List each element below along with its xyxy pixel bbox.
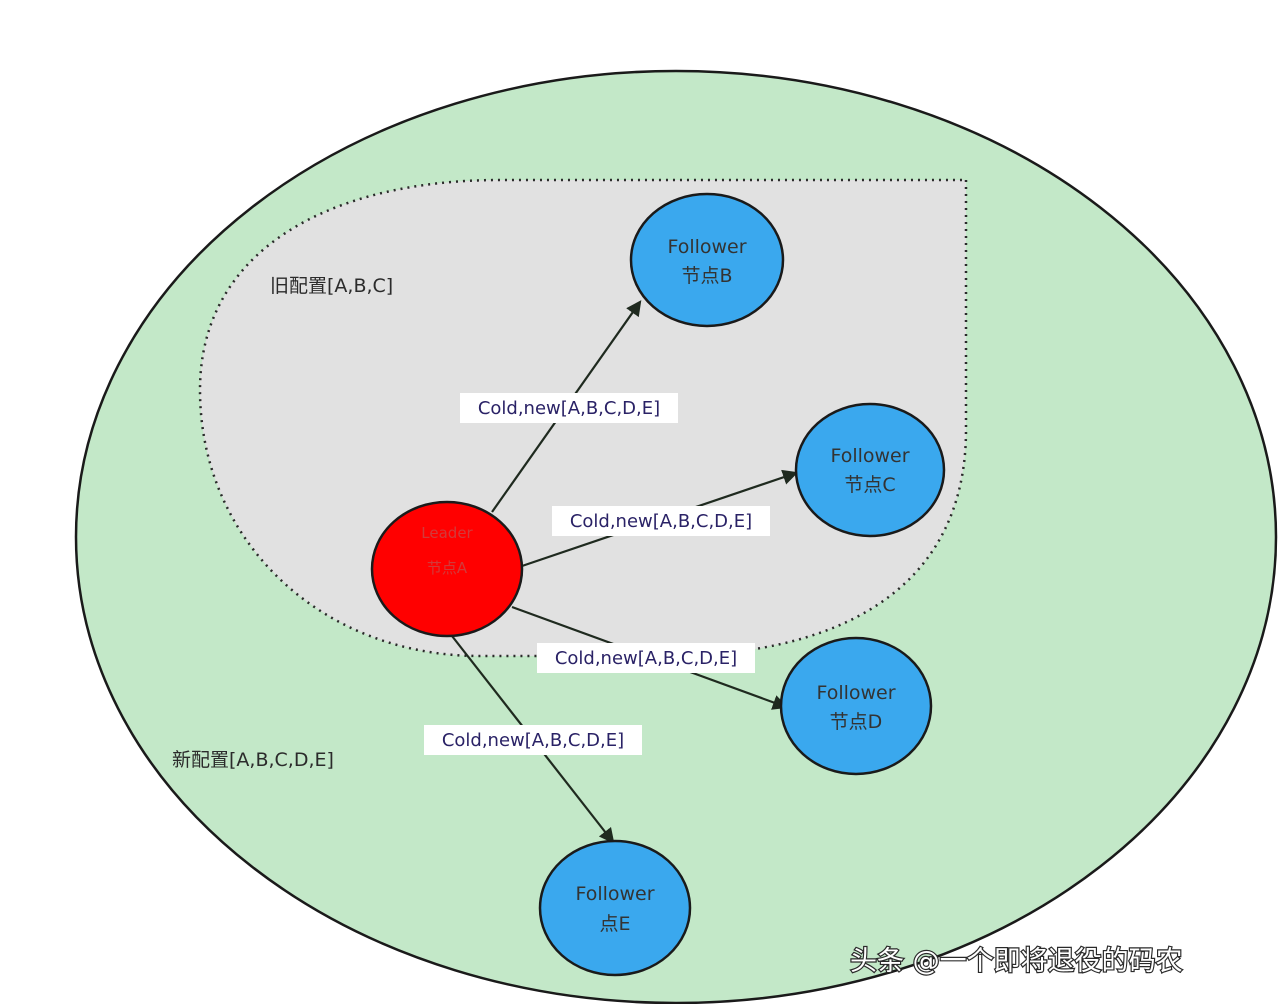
edge-label-to-c-text: Cold,new[A,B,C,D,E] (570, 511, 752, 532)
node-b-name: 节点B (681, 265, 732, 287)
node-d-circle (779, 636, 933, 776)
node-d-role: Follower (816, 682, 895, 704)
edge-label-to-b-box (460, 393, 678, 423)
node-c-follower: Follower 节点C (794, 402, 946, 538)
new-config-label: 新配置[A,B,C,D,E] (172, 749, 334, 771)
edge-label-to-d-box (537, 643, 755, 673)
node-c-name: 节点C (844, 474, 895, 496)
edge-label-to-b-text: Cold,new[A,B,C,D,E] (478, 398, 660, 419)
node-a-role: Leader (421, 524, 473, 542)
edge-label-to-d: Cold,new[A,B,C,D,E] (537, 643, 755, 673)
edge-label-to-c: Cold,new[A,B,C,D,E] (552, 506, 770, 536)
edge-label-to-b: Cold,new[A,B,C,D,E] (460, 393, 678, 423)
node-c-circle (794, 402, 946, 538)
node-b-follower: Follower 节点B (629, 192, 785, 328)
edge-label-to-d-text: Cold,new[A,B,C,D,E] (555, 648, 737, 669)
edge-label-to-e-text: Cold,new[A,B,C,D,E] (442, 730, 624, 751)
node-b-circle (629, 192, 785, 328)
node-d-follower: Follower 节点D (779, 636, 933, 776)
node-e-circle (538, 839, 692, 977)
edge-label-to-c-box (552, 506, 770, 536)
node-d-name: 节点D (830, 711, 883, 733)
node-a-name: 节点A (427, 559, 468, 577)
edge-label-to-e-box (424, 725, 642, 755)
node-e-role: Follower (575, 883, 654, 905)
node-b-role: Follower (667, 236, 746, 258)
node-e-follower: Follower 点E (538, 839, 692, 977)
node-a-leader: Leader 节点A (370, 500, 524, 638)
node-e-name: 点E (599, 913, 630, 935)
old-config-label: 旧配置[A,B,C] (270, 275, 393, 297)
node-a-circle (370, 500, 524, 638)
node-c-role: Follower (830, 445, 909, 467)
edge-label-to-e: Cold,new[A,B,C,D,E] (424, 725, 642, 755)
watermark: 头条 @一个即将退役的码农 (850, 946, 1183, 977)
